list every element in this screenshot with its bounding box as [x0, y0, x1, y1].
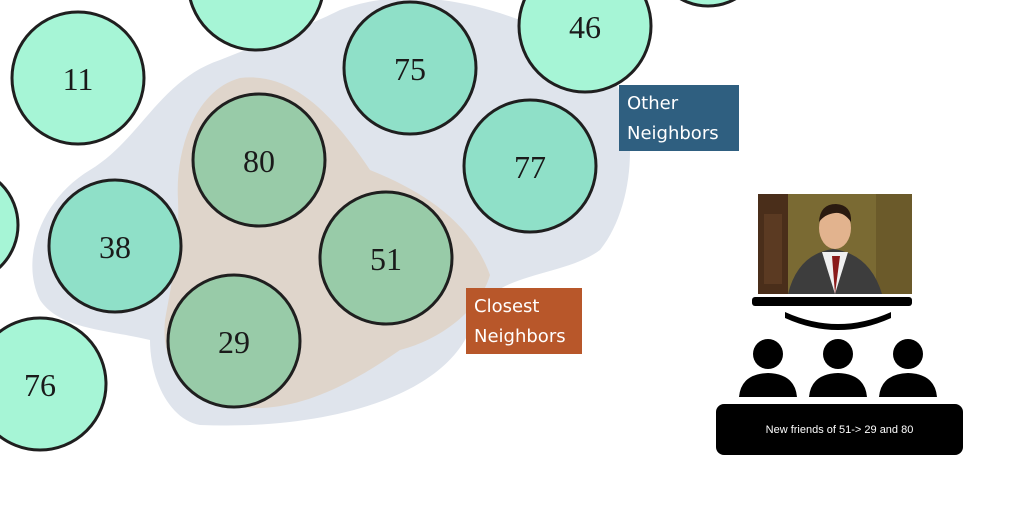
- node-51: 51: [318, 190, 454, 326]
- node-29: 29: [166, 273, 302, 409]
- node-76: 76: [0, 316, 108, 452]
- node-77: 77: [462, 98, 598, 234]
- node-38: 38: [47, 178, 183, 314]
- node-46: 46: [517, 0, 653, 94]
- node-46-label: 46: [569, 9, 601, 45]
- node-77-label: 77: [514, 149, 546, 185]
- node-partial-topright: [679, 0, 737, 8]
- other-neighbors-label-line2: Neighbors: [627, 123, 719, 144]
- caption-bar: New friends of 51-> 29 and 80: [716, 404, 963, 455]
- node-partial-top: [188, 0, 324, 52]
- node-11-label: 11: [63, 61, 94, 97]
- node-51-label: 51: [370, 241, 402, 277]
- node-11: 11: [10, 10, 146, 146]
- other-neighbors-label: Other Neighbors: [619, 85, 739, 151]
- caption-text: New friends of 51-> 29 and 80: [765, 423, 914, 436]
- node-80-label: 80: [243, 143, 275, 179]
- closest-neighbors-label: Closest Neighbors: [466, 288, 582, 354]
- audience-watching-screen-icon: [739, 297, 937, 397]
- node-75-label: 75: [394, 51, 426, 87]
- node-partial-left: [0, 180, 20, 270]
- closest-neighbors-label-line2: Neighbors: [474, 326, 566, 347]
- node-29-label: 29: [218, 324, 250, 360]
- node-80: 80: [191, 92, 327, 228]
- reaction-photo: [758, 194, 912, 294]
- closest-neighbors-label-line1: Closest: [474, 296, 540, 317]
- node-75: 75: [342, 0, 478, 136]
- node-76-label: 76: [24, 367, 56, 403]
- other-neighbors-label-line1: Other: [627, 93, 679, 114]
- reaction-photo-image: [758, 194, 912, 294]
- node-38-label: 38: [99, 229, 131, 265]
